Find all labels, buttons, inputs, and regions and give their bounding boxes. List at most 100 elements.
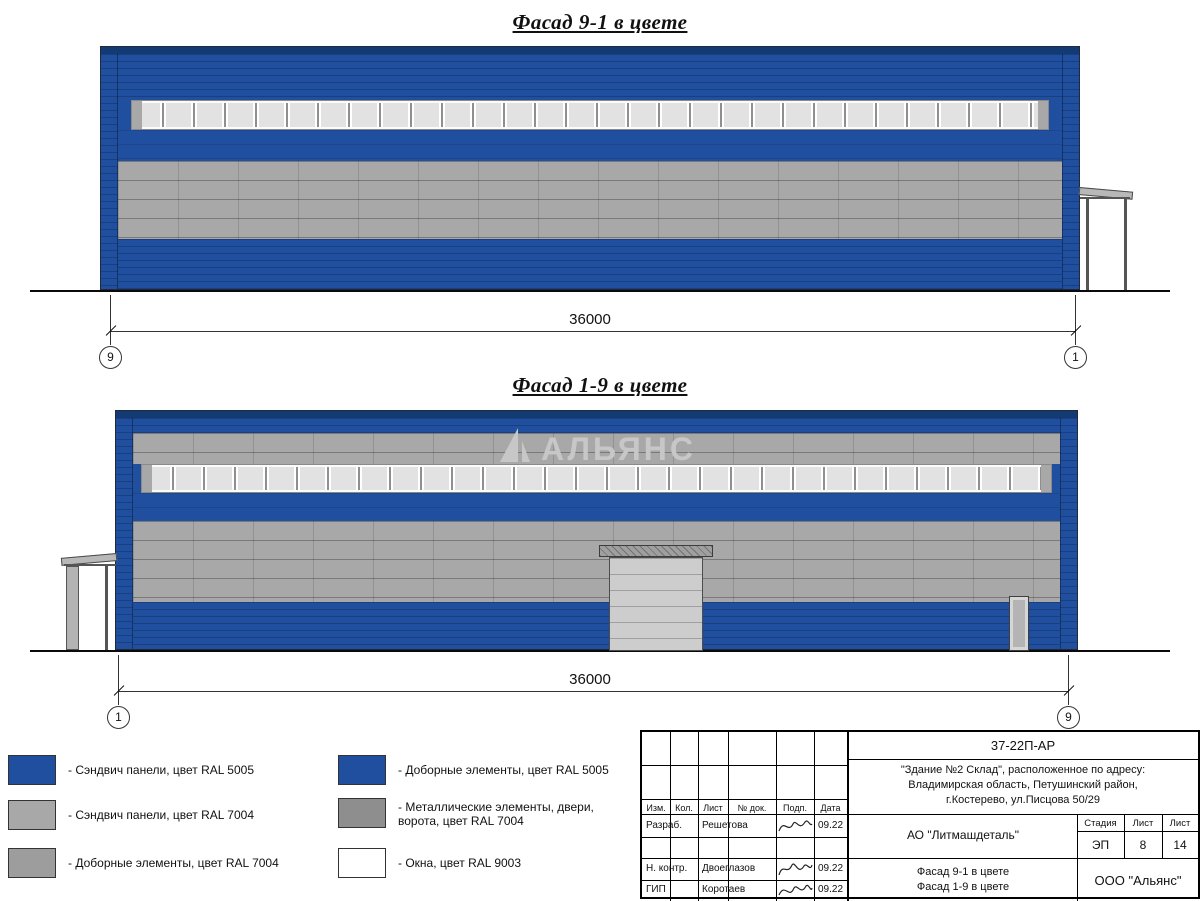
sheet-value: 8: [1139, 838, 1147, 852]
facade-9-1-elevation: [100, 46, 1080, 290]
sheet-label: Лист: [1132, 818, 1154, 829]
canopy-beam: [64, 564, 116, 566]
row-name: Решетова: [702, 820, 748, 831]
ribbon-window-strip: [131, 100, 1049, 130]
ground-line: [30, 650, 1170, 652]
facade-1-9-title: Фасад 1-9 в цвете: [512, 373, 688, 397]
sandwich-panel-band-blue-bottom: [133, 602, 1060, 649]
signature: [778, 863, 813, 876]
row-role: ГИП: [646, 884, 666, 895]
dimension-value: 36000: [569, 311, 611, 328]
canopy-column: [1086, 199, 1089, 290]
col-header-ndok: № док.: [737, 803, 767, 813]
corner-trim-right: [1062, 54, 1079, 289]
ribbon-window-strip: [141, 464, 1052, 493]
legend-label: - Металлические элементы, двери, ворота,…: [398, 800, 594, 828]
grid-line: [1124, 814, 1125, 858]
dimension-extension-line: [110, 295, 111, 345]
grid-line: [642, 837, 847, 838]
sandwich-panel-band-blue-top: [118, 54, 1062, 100]
grid-line: [642, 765, 847, 766]
grid-line: [642, 880, 847, 881]
canopy-wall: [66, 566, 79, 650]
window-end-cap: [142, 465, 152, 492]
stage-value: ЭП: [1091, 838, 1110, 852]
legend-swatch-ral7004-panels: [8, 800, 56, 830]
grid-line: [642, 814, 1198, 815]
dimension-extension-line: [118, 655, 119, 705]
drawing-title-line2: Фасад 1-9 в цвете: [916, 881, 1010, 893]
grid-line: [814, 732, 815, 901]
sheets-value: 14: [1173, 838, 1187, 852]
row-date: 09.22: [817, 884, 844, 895]
title-block: 37-22П-АР "Здание №2 Склад", расположенн…: [640, 730, 1200, 901]
window-end-cap: [132, 101, 142, 129]
axis-marker-1: 1: [1064, 346, 1087, 369]
corner-trim-left: [116, 418, 133, 649]
grid-line: [670, 732, 671, 901]
parapet-flashing: [101, 47, 1079, 54]
window-end-cap: [1038, 101, 1048, 129]
row-role: Разраб.: [646, 820, 683, 831]
row-name: Двоеглазов: [702, 863, 756, 874]
sandwich-panel-band-blue-top: [133, 418, 1060, 433]
dimension-line: [110, 331, 1076, 332]
grid-line: [1162, 814, 1163, 858]
axis-marker-1: 1: [107, 706, 130, 729]
legend-swatch-ral9003-windows: [338, 848, 386, 878]
legend-swatch-ral5005-trim: [338, 755, 386, 785]
legend-label: - Доборные элементы, цвет RAL 5005: [398, 763, 609, 777]
window-end-cap: [1041, 465, 1051, 492]
corner-trim-right: [1060, 418, 1077, 649]
signature: [778, 820, 813, 832]
dimension-extension-line: [1075, 295, 1076, 345]
legend-label: - Доборные элементы, цвет RAL 7004: [68, 856, 279, 870]
document-number: 37-22П-АР: [990, 738, 1056, 753]
sandwich-panel-band-blue-mid: [133, 493, 1060, 521]
legend-label: - Сэндвич панели, цвет RAL 5005: [68, 763, 255, 777]
facade-1-9-elevation: АЛЬЯНС: [115, 410, 1078, 651]
project-address-line3: г.Костерево, ул.Писцова 50/29: [946, 794, 1100, 806]
sandwich-panel-band-gray-top: [133, 433, 1060, 464]
legend-swatch-ral5005-panels: [8, 755, 56, 785]
legend-label: - Сэндвич панели, цвет RAL 7004: [68, 808, 255, 822]
signature: [778, 884, 813, 896]
grid-line: [776, 732, 777, 901]
dimension-value: 36000: [569, 671, 611, 688]
canopy-beam: [1080, 197, 1130, 199]
grid-line: [847, 759, 1198, 760]
sheets-label: Лист: [1169, 818, 1191, 829]
axis-marker-9: 9: [99, 346, 122, 369]
row-date: 09.22: [817, 820, 844, 831]
project-address-line1: "Здание №2 Склад", расположенное по адре…: [900, 764, 1146, 776]
canopy-column: [1124, 199, 1127, 290]
ground-line: [30, 290, 1170, 292]
axis-marker-9: 9: [1057, 706, 1080, 729]
sandwich-panel-band-gray: [118, 161, 1062, 239]
row-role: Н. контр.: [646, 863, 688, 874]
drawing-title-line1: Фасад 9-1 в цвете: [916, 866, 1010, 878]
corner-trim-left: [101, 54, 118, 289]
facade-9-1-title: Фасад 9-1 в цвете: [512, 10, 688, 34]
company-name: АО "Литмашдеталь": [906, 828, 1020, 842]
grid-line: [1077, 831, 1198, 832]
col-header-podp: Подп.: [783, 803, 807, 813]
grid-line: [698, 732, 699, 901]
col-header-list: Лист: [703, 803, 723, 813]
col-header-kol: Кол.: [675, 803, 693, 813]
stage-label: Стадия: [1084, 818, 1117, 829]
grid-line: [847, 732, 849, 901]
grid-line: [728, 732, 729, 901]
row-date: 09.22: [817, 863, 844, 874]
grid-line: [642, 799, 847, 800]
sandwich-panel-band-blue-bottom: [118, 239, 1062, 289]
col-header-data: Дата: [820, 803, 841, 813]
organization-name: ООО "Альянс": [1094, 873, 1182, 888]
canopy-column: [105, 566, 108, 650]
grid-line: [642, 858, 1198, 859]
sandwich-panel-band-blue-mid: [118, 130, 1062, 161]
grid-line: [1077, 814, 1078, 901]
row-name: Коротаев: [702, 884, 746, 895]
col-header-izm: Изм.: [646, 803, 666, 813]
